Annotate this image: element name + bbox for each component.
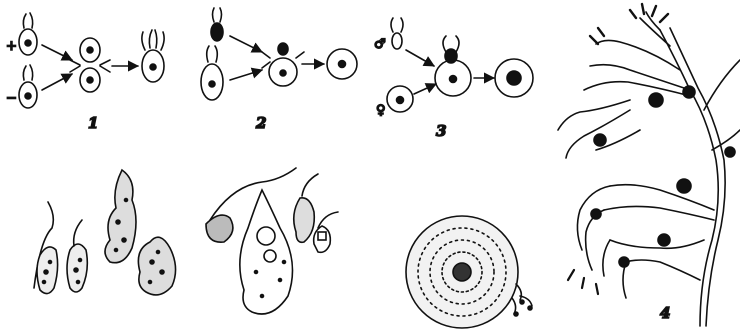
arrow	[42, 45, 72, 60]
large-gamete	[201, 46, 223, 100]
female-symbol: ♀	[376, 103, 386, 118]
panel-4-seaweed: 4	[558, 4, 740, 326]
arrow	[414, 84, 436, 94]
male-symbol: ♂	[374, 37, 386, 52]
panel-3-oogamy: ♂ ♀ 3	[374, 18, 533, 140]
plus-gamete	[19, 13, 37, 55]
arrow	[406, 50, 434, 66]
plus-sign: +	[6, 39, 17, 54]
panel-label-3: 3	[436, 122, 446, 140]
panel-label-4: 4	[660, 304, 670, 322]
flagellate-cells-left	[34, 170, 176, 295]
minus-sign: −	[6, 91, 17, 106]
panel-label-2: 2	[255, 114, 266, 132]
sperm	[391, 18, 403, 49]
fusing-gametes	[70, 38, 110, 92]
minus-gamete	[19, 65, 37, 108]
zygote	[142, 30, 164, 82]
zygote	[495, 59, 533, 97]
fusing-gametes	[262, 43, 304, 86]
sperm-and-egg	[206, 168, 338, 314]
zygote	[327, 49, 357, 79]
fertilization	[435, 36, 471, 96]
egg	[387, 86, 413, 112]
panel-1-isogamy: + −	[6, 13, 164, 132]
arrow	[230, 70, 262, 80]
arrow	[230, 36, 262, 52]
arrow	[42, 74, 72, 90]
panel-label-1: 1	[88, 114, 98, 132]
small-gamete	[211, 8, 223, 41]
spherical-colony	[406, 216, 532, 328]
panel-2-anisogamy: 2	[201, 8, 357, 132]
